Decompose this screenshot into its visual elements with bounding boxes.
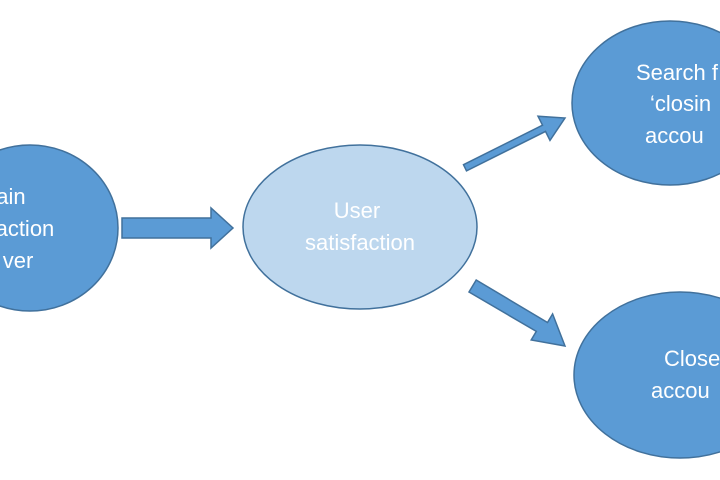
svg-text:Search f ‘closin: Search f ‘closin accou [636, 60, 720, 148]
node-search-closing-line-3: accou [645, 123, 704, 148]
node-search-closing-shape [571, 20, 720, 186]
node-closed-account: Close accou [573, 291, 720, 459]
node-main-driver: ain action ver [0, 144, 119, 312]
node-closed-account-line-2: accou [651, 378, 710, 403]
node-main-driver-line-1: ain [0, 184, 26, 209]
node-user-satisfaction-line-2: satisfaction [305, 230, 415, 255]
arrow-driver-to-satisfaction [121, 206, 235, 250]
node-closed-account-shape [573, 291, 720, 459]
arrow-satisfaction-to-search [462, 115, 567, 172]
node-search-closing-line-2: ‘closin [650, 91, 711, 116]
node-main-driver-shape [0, 144, 119, 312]
node-closed-account-line-1: Close [664, 346, 720, 371]
node-user-satisfaction-line-1: User [334, 198, 380, 223]
node-main-driver-line-3: ver [3, 248, 34, 273]
node-search-closing: Search f ‘closin accou [571, 20, 720, 186]
svg-text:ain action ver: ain action ver [0, 184, 60, 273]
svg-text:Close accou: Close accou [651, 346, 720, 403]
node-main-driver-line-2: action [0, 216, 54, 241]
svg-text:User satisfaction: User satisfaction [305, 198, 415, 255]
node-search-closing-line-1: Search f [636, 60, 719, 85]
node-user-satisfaction-shape [242, 144, 478, 310]
arrow-satisfaction-to-closed [467, 278, 567, 347]
node-user-satisfaction: User satisfaction [242, 144, 478, 310]
